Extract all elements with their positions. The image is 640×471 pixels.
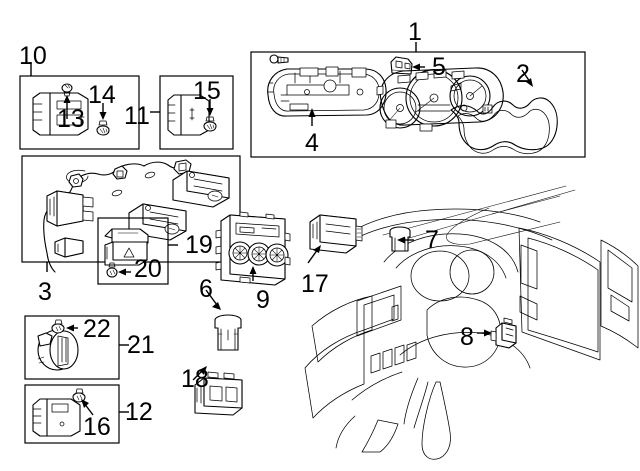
callout-label-9: 9 [256,286,270,314]
bulb-15 [203,116,217,132]
switch-12-body [32,398,81,437]
hazard-switch-box [97,217,169,285]
dash-switch-lower [490,317,517,349]
switch-11-body [167,94,210,136]
cluster-housing-case [267,54,387,117]
dimmer-box-21 [24,315,120,380]
callout-label-7: 7 [425,226,439,254]
callout-label-4: 4 [305,129,319,157]
bulb-socket-cylinder [214,314,242,351]
bulb-13 [61,83,73,97]
cluster-bracket-clip [390,56,413,75]
callout-label-11: 11 [124,102,150,130]
switch-box-12 [24,384,120,444]
callout-label-2: 2 [516,60,530,88]
harness-module-2 [172,170,230,208]
callout-label-16: 16 [83,413,111,441]
hazard-switch-body [104,228,149,266]
bulb-14 [96,120,110,136]
bulb-22 [51,319,65,334]
callout-label-20: 20 [134,255,162,283]
callout-label-5: 5 [432,53,446,81]
harness-connector-a [46,190,94,227]
switch-box-10 [19,75,140,150]
callout-label-21: 21 [127,331,155,359]
callout-label-10: 10 [19,42,47,70]
bulb-20 [106,262,118,278]
callout-label-14: 14 [88,81,116,109]
callout-label-12: 12 [125,398,153,426]
callout-label-19: 19 [185,231,213,259]
heater-knob-left [228,241,252,265]
heater-knob-right [265,243,289,267]
callout-label-1: 1 [408,18,422,46]
callout-label-6: 6 [199,275,213,303]
callout-label-22: 22 [83,315,111,343]
callout-label-3: 3 [38,278,52,306]
callout-label-8: 8 [460,323,474,351]
callout-label-18: 18 [181,365,209,393]
cluster-lens-cover [450,97,558,155]
dash-switch-left [309,214,363,254]
harness-connector-b [54,237,84,258]
callout-label-13: 13 [57,105,85,133]
bulb-16 [72,388,86,403]
dashboard-illustration [304,185,639,460]
cluster-screw [269,54,289,64]
heater-control-panel [215,211,291,286]
callout-6-leader [205,289,218,306]
heater-knob-center [247,242,271,266]
gauge-cluster-assembly [376,67,504,132]
callout-label-15: 15 [193,77,221,105]
dimmer-knob [37,329,79,371]
switch-18 [194,371,243,416]
callout-label-17: 17 [301,270,329,298]
instrument-cluster-group-box [250,51,586,158]
